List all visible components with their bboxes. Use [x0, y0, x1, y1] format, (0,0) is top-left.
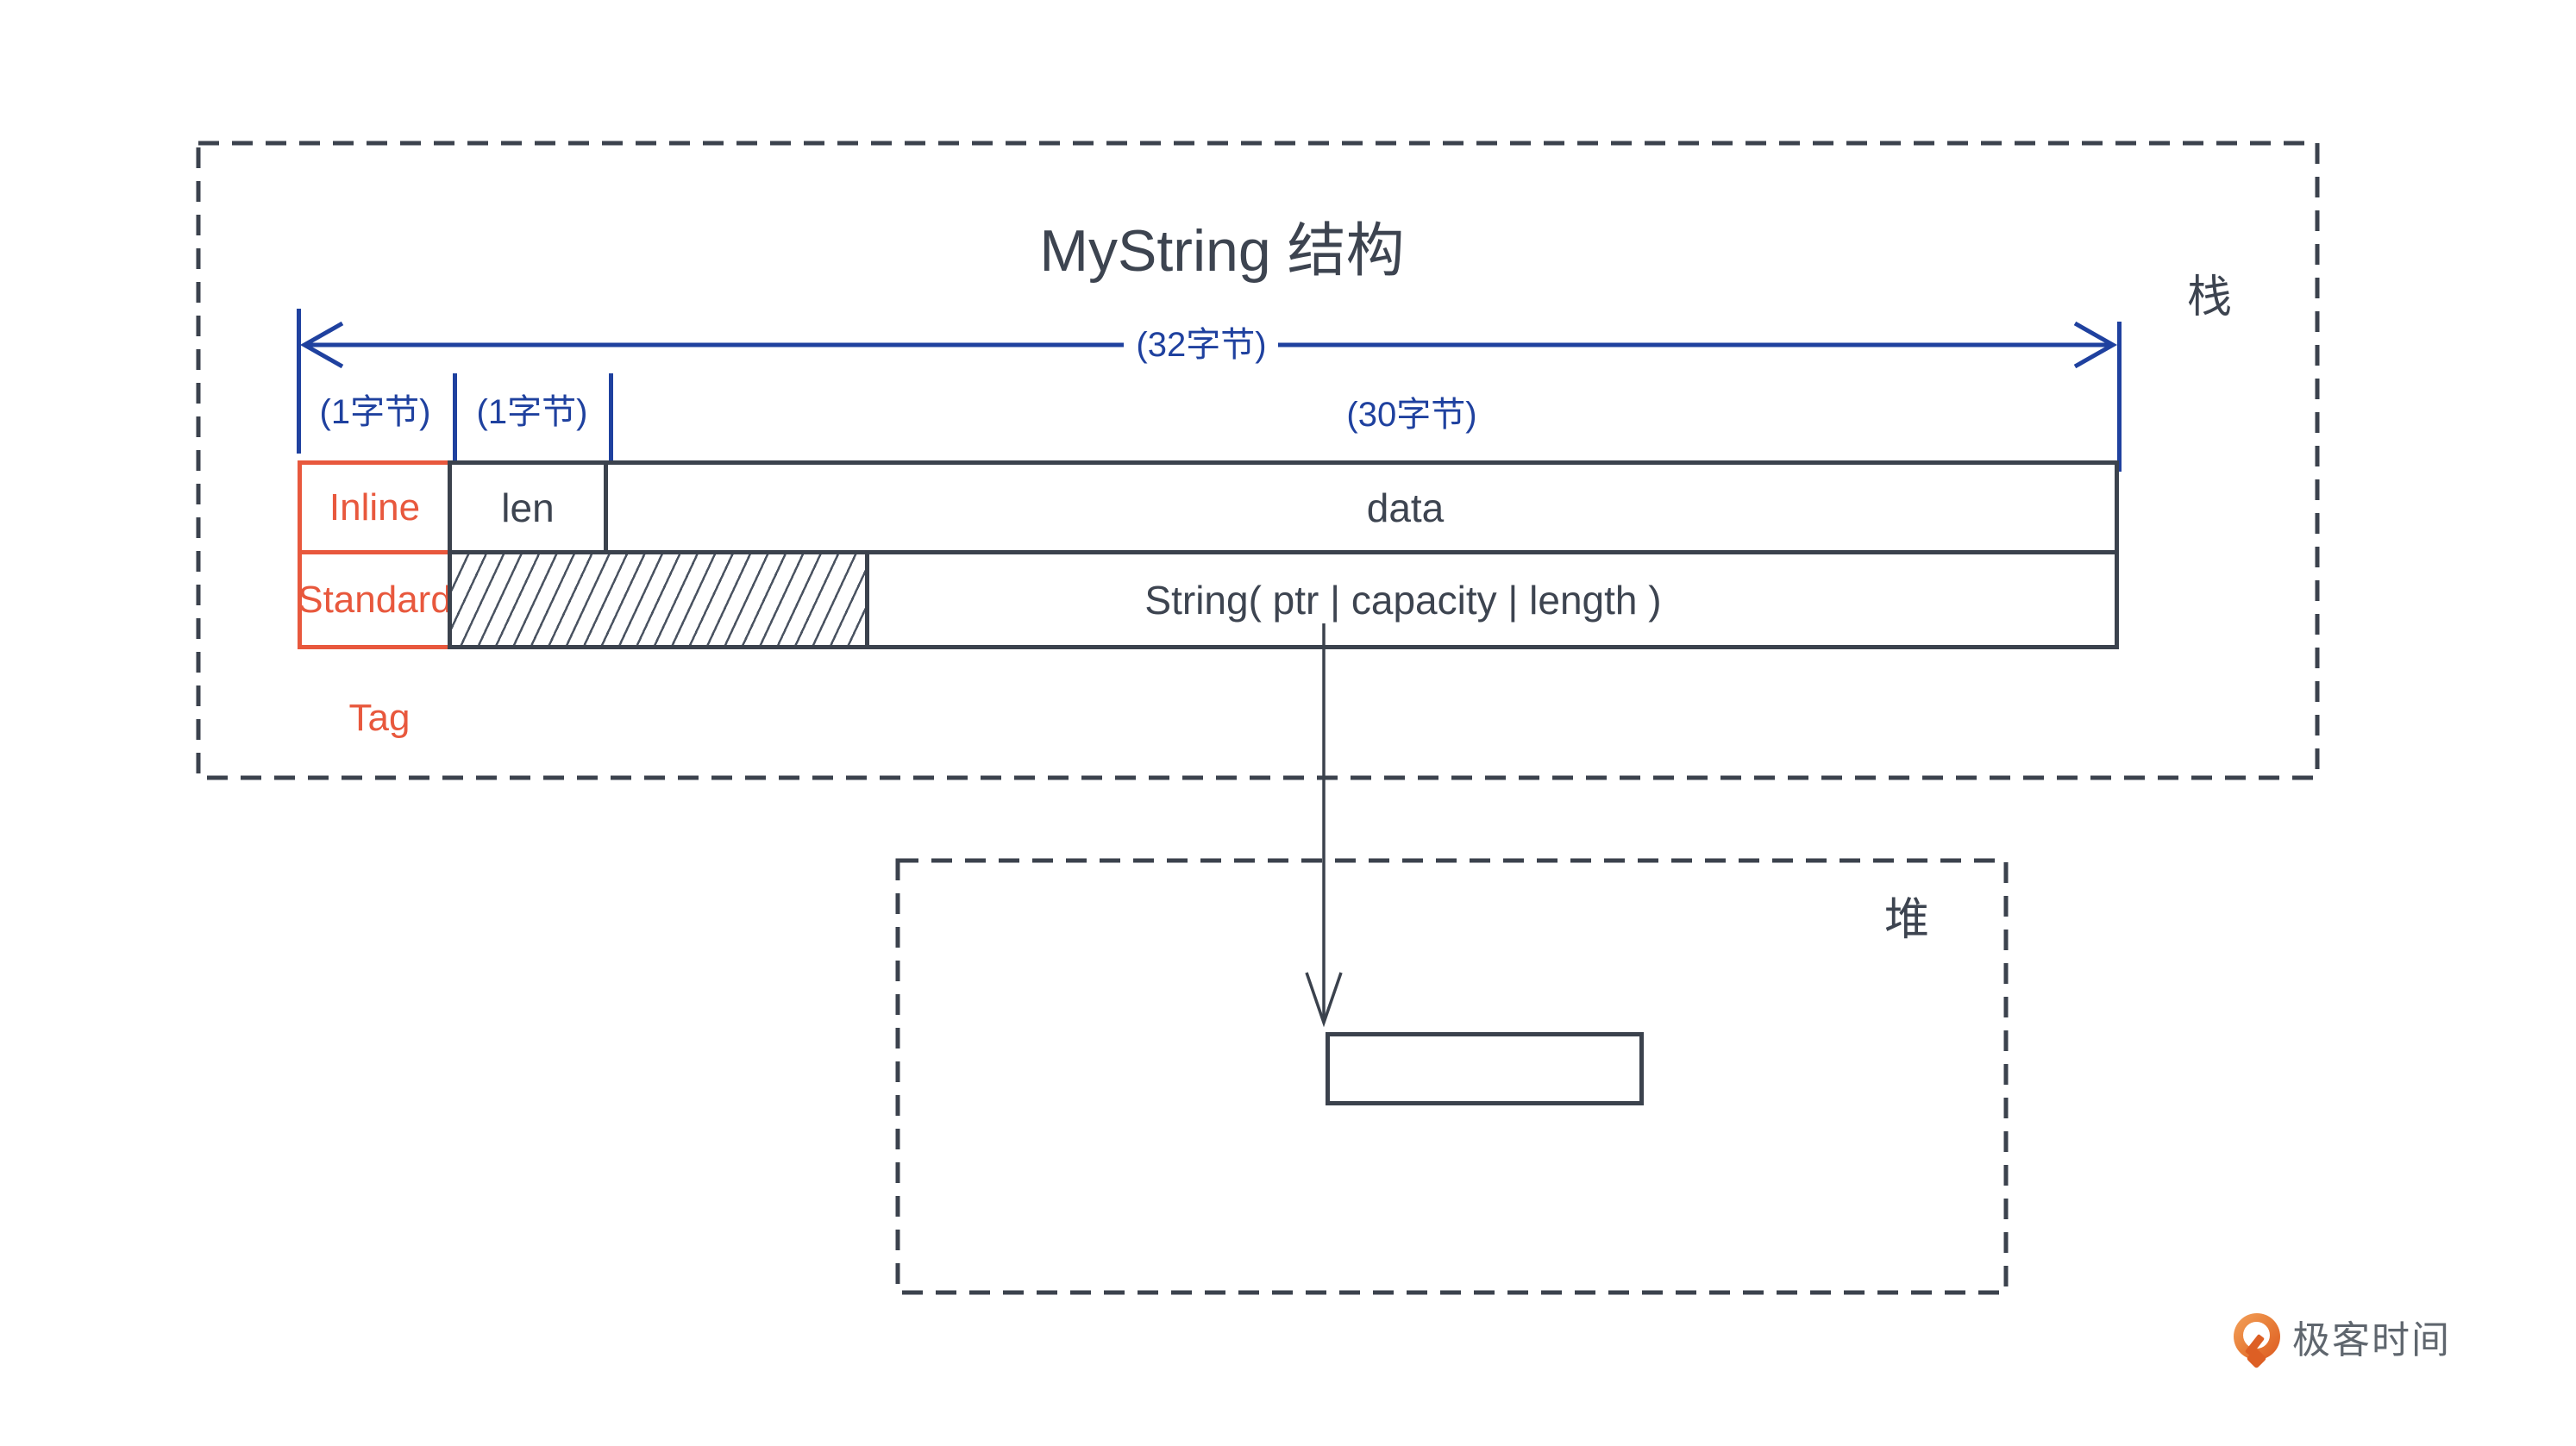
width-arrow-label: (32字节) [1136, 326, 1267, 364]
len-cell: len [448, 460, 608, 554]
len-cell-label: len [501, 485, 555, 530]
brand-name: 极客时间 [2292, 1319, 2451, 1361]
unused-hatched-cell [448, 550, 869, 649]
tag-caption: Tag [348, 697, 411, 739]
byte-boundary-tick [2117, 322, 2122, 472]
heap-region-label: 堆 [1883, 895, 1929, 945]
brand-footer: 极客时间 [2234, 1306, 2527, 1369]
byte-label-tag: (1字节) [319, 393, 431, 431]
byte-label-data: (30字节) [1346, 396, 1477, 434]
string-cell-label: String( ptr | capacity | length ) [1144, 577, 1662, 623]
heap-allocation-box [1326, 1032, 1644, 1105]
heap-region: 堆 [895, 858, 2009, 1295]
width-arrow [299, 321, 2118, 369]
heap-region-dashed-border [895, 858, 2009, 1295]
stack-region: MyString 结构 栈 [196, 141, 2320, 780]
geektime-logo-icon [2234, 1313, 2280, 1369]
standard-tag-label: Standard [298, 578, 452, 621]
byte-boundary-tick [453, 373, 457, 460]
stack-region-dashed-border [196, 141, 2320, 780]
inline-tag-cell: Inline [298, 460, 452, 554]
inline-tag-label: Inline [329, 485, 421, 529]
byte-label-len: (1字节) [476, 393, 588, 431]
heap-pointer-arrow [1305, 623, 1343, 1028]
string-cell: String( ptr | capacity | length ) [865, 550, 2119, 649]
diagram-title: MyString 结构 [1039, 218, 1405, 284]
stack-region-label: 栈 [2186, 272, 2232, 322]
data-cell: data [604, 460, 2119, 554]
standard-tag-cell: Standard [298, 550, 452, 649]
byte-boundary-tick [609, 373, 613, 468]
data-cell-label: data [1366, 485, 1445, 530]
byte-boundary-tick [297, 309, 301, 454]
